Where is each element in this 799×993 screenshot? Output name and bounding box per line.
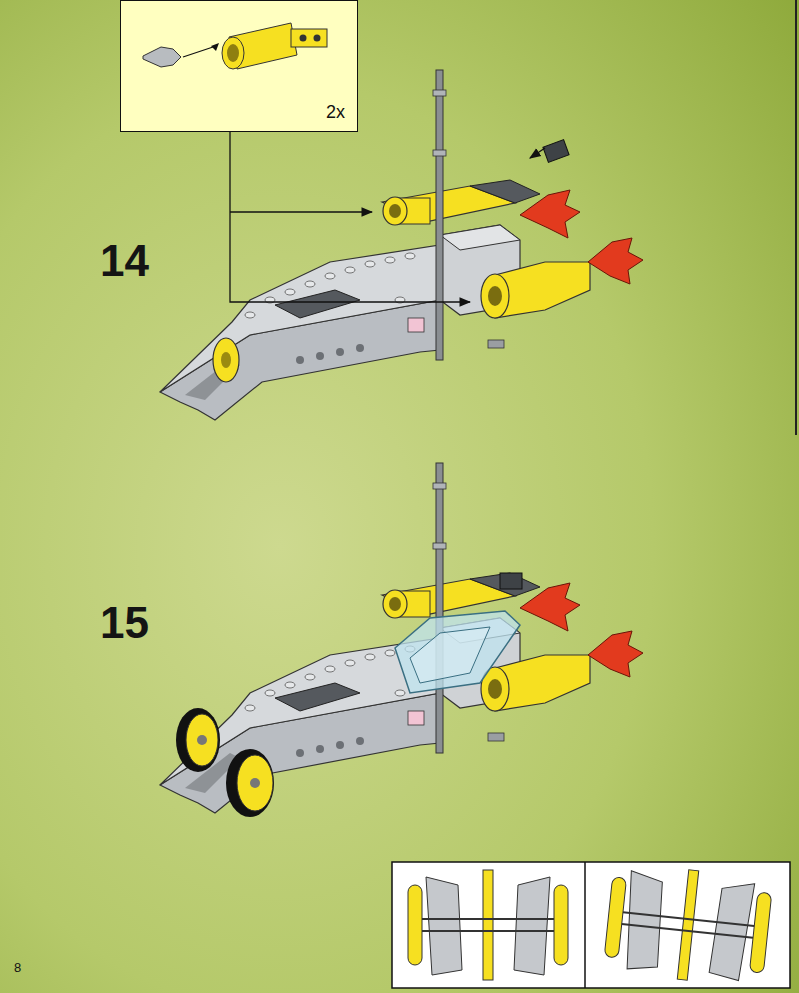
page-number: 8 xyxy=(14,960,21,975)
parts-callout-box: 2x xyxy=(120,0,358,132)
step-number: 15 xyxy=(100,598,149,648)
quantity-label: 2x xyxy=(326,102,345,123)
part-sketch xyxy=(121,1,359,133)
step-number: 14 xyxy=(100,236,149,286)
